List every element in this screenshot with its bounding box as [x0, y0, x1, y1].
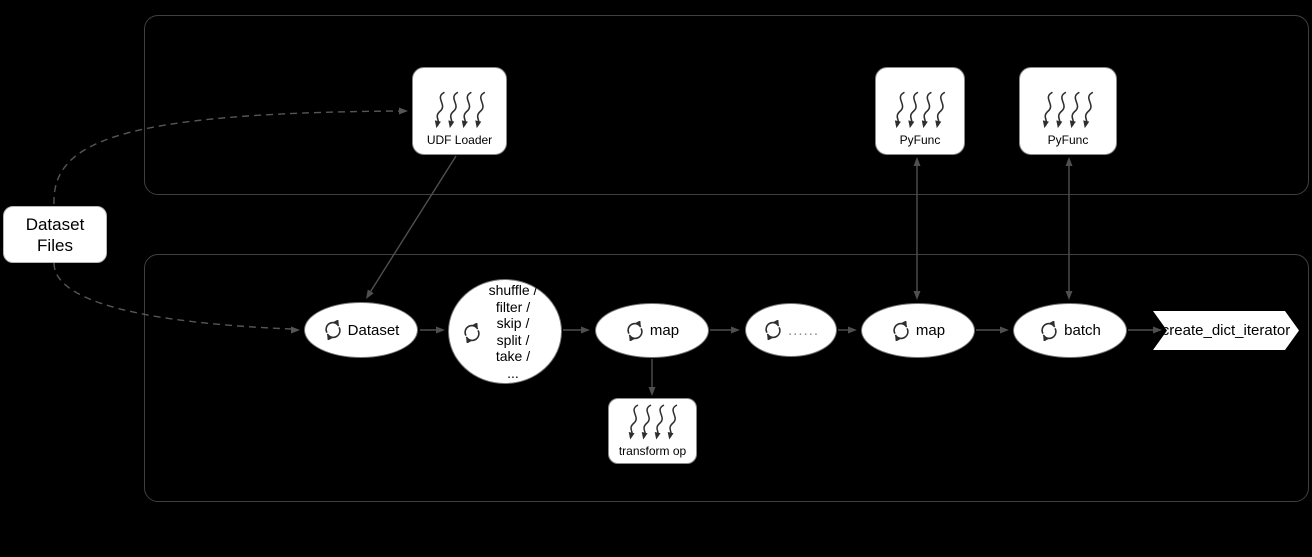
udf-loader-node: UDF Loader	[412, 67, 507, 155]
threads-icon	[625, 403, 681, 443]
map-op-node: map	[595, 303, 709, 358]
udf-loader-label: UDF Loader	[426, 133, 493, 147]
transform-op-label: transform op	[618, 444, 687, 458]
map-op-label: map	[649, 322, 680, 339]
dataset-op-label: Dataset	[347, 321, 400, 339]
refresh-icon	[891, 320, 911, 341]
refresh-icon	[625, 320, 645, 341]
udf-layer-container	[144, 15, 1309, 195]
threads-icon	[891, 90, 949, 132]
refresh-icon	[462, 323, 482, 343]
ellipsis-label: ......	[787, 321, 819, 339]
dataset-op-node: Dataset	[304, 302, 418, 358]
batch-op-label: batch	[1064, 322, 1101, 339]
pyfunc-batch-node: PyFunc	[1019, 67, 1117, 155]
ellipsis-op-node: ......	[745, 303, 837, 357]
refresh-icon	[763, 320, 783, 340]
map-op-label: map	[915, 322, 946, 339]
create-dict-iterator-label: create_dict_iterator	[1161, 322, 1291, 339]
threads-icon	[1039, 90, 1097, 132]
pyfunc-label: PyFunc	[1047, 133, 1089, 147]
batch-op-node: batch	[1013, 303, 1127, 358]
pyfunc-map-node: PyFunc	[875, 67, 965, 155]
transform-op-node: transform op	[608, 398, 697, 464]
shuffle-op-node: shuffle / filter / skip / split / take /…	[448, 279, 562, 384]
shuffle-op-label: shuffle / filter / skip / split / take /…	[488, 282, 538, 381]
dataset-files-node: Dataset Files	[3, 206, 107, 263]
pipeline-layer-container	[144, 254, 1309, 502]
pyfunc-label: PyFunc	[899, 133, 941, 147]
map-op-node: map	[861, 303, 975, 358]
create-dict-iterator-node: create_dict_iterator	[1153, 311, 1299, 350]
dataset-files-label: Dataset Files	[25, 214, 85, 255]
threads-icon	[431, 90, 489, 132]
refresh-icon	[1039, 320, 1059, 341]
refresh-icon	[323, 320, 342, 340]
